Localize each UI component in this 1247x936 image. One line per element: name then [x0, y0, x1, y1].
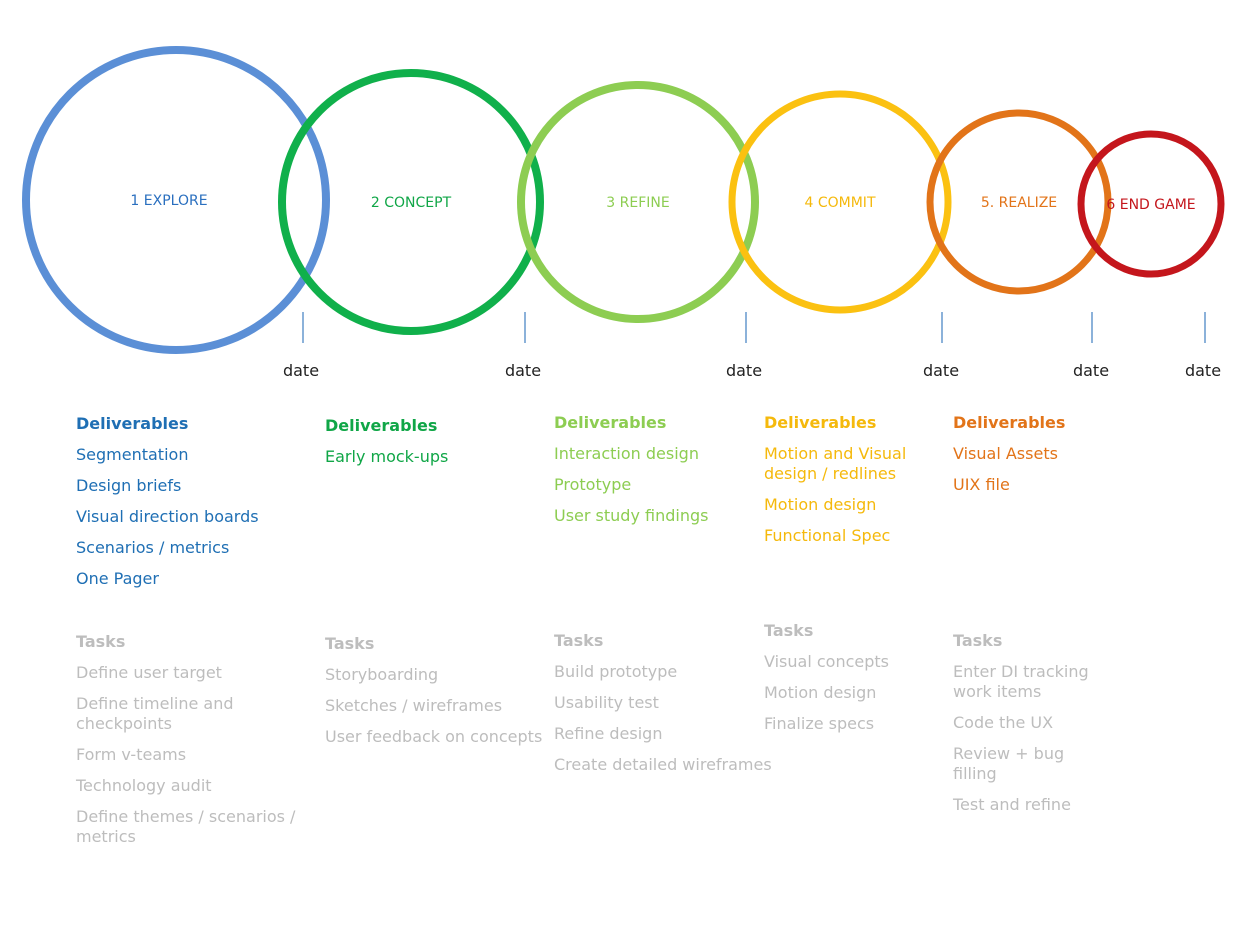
- tasks-heading: Tasks: [325, 634, 375, 653]
- deliverables-heading: Deliverables: [325, 416, 438, 435]
- deliverables-heading: Deliverables: [953, 413, 1066, 432]
- task-item: Enter DI tracking work items: [953, 662, 1089, 701]
- deliverable-item: UIX file: [953, 475, 1010, 494]
- stage-circle-1: [22, 46, 330, 354]
- task-item: Define themes / scenarios / metrics: [76, 807, 296, 846]
- deliverables-heading: Deliverables: [764, 413, 877, 432]
- deliverable-item: Functional Spec: [764, 526, 891, 545]
- stage-diagram: 1 EXPLORE 2 CONCEPT 3 REFINE 4 COMMIT 5. REA…: [22, 46, 1225, 380]
- stage-circle-4: [728, 90, 952, 314]
- date-label-4: date: [923, 361, 959, 380]
- deliverable-item: Segmentation: [76, 445, 189, 464]
- tasks-heading: Tasks: [554, 631, 604, 650]
- task-item: Review + bug filling: [953, 744, 1065, 783]
- deliverables-heading: Deliverables: [554, 413, 667, 432]
- task-item: Create detailed wireframes: [554, 755, 772, 774]
- deliverable-item: Design briefs: [76, 476, 182, 495]
- stage-label-3: 3 REFINE: [606, 195, 669, 211]
- task-item: User feedback on concepts: [325, 727, 543, 746]
- deliverable-item: Motion and Visual design / redlines: [764, 444, 907, 483]
- stage-circle-5: [926, 109, 1112, 295]
- task-item: Build prototype: [554, 662, 678, 681]
- deliverable-item: Visual direction boards: [76, 507, 259, 526]
- deliverable-item: Motion design: [764, 495, 877, 514]
- stage-label-2: 2 CONCEPT: [371, 195, 452, 211]
- stage-label-4: 4 COMMIT: [805, 195, 876, 211]
- deliverables-heading: Deliverables: [76, 414, 189, 433]
- tasks-heading: Tasks: [76, 632, 126, 651]
- task-item: Technology audit: [76, 776, 212, 795]
- task-item: Test and refine: [953, 795, 1071, 814]
- stage-label-1: 1 EXPLORE: [130, 193, 207, 209]
- deliverable-item: One Pager: [76, 569, 159, 588]
- stage-circle-3: [517, 81, 759, 323]
- date-label-5: date: [1073, 361, 1109, 380]
- task-item: Finalize specs: [764, 714, 875, 733]
- task-item: Refine design: [554, 724, 663, 743]
- task-item: Usability test: [554, 693, 659, 712]
- stage-label-6: 6 END GAME: [1106, 197, 1195, 213]
- stage-circle-2: [278, 69, 544, 335]
- tasks-heading: Tasks: [764, 621, 814, 640]
- deliverable-item: User study findings: [554, 506, 709, 525]
- deliverable-item: Interaction design: [554, 444, 699, 463]
- date-label-2: date: [505, 361, 541, 380]
- task-item: Define timeline and checkpoints: [76, 694, 234, 733]
- task-item: Code the UX: [953, 713, 1054, 732]
- stage-label-5: 5. REALIZE: [981, 195, 1057, 211]
- stage-circle-6: [1077, 130, 1225, 278]
- task-item: Motion design: [764, 683, 877, 702]
- tasks-heading: Tasks: [953, 631, 1003, 650]
- date-label-6: date: [1185, 361, 1221, 380]
- task-item: Visual concepts: [764, 652, 889, 671]
- task-item: Define user target: [76, 663, 222, 682]
- date-label-1: date: [283, 361, 319, 380]
- deliverable-item: Prototype: [554, 475, 632, 494]
- task-item: Form v-teams: [76, 745, 187, 764]
- deliverable-item: Scenarios / metrics: [76, 538, 230, 557]
- deliverable-item: Visual Assets: [953, 444, 1058, 463]
- task-item: Sketches / wireframes: [325, 696, 503, 715]
- task-item: Storyboarding: [325, 665, 439, 684]
- date-label-3: date: [726, 361, 762, 380]
- deliverable-item: Early mock-ups: [325, 447, 449, 466]
